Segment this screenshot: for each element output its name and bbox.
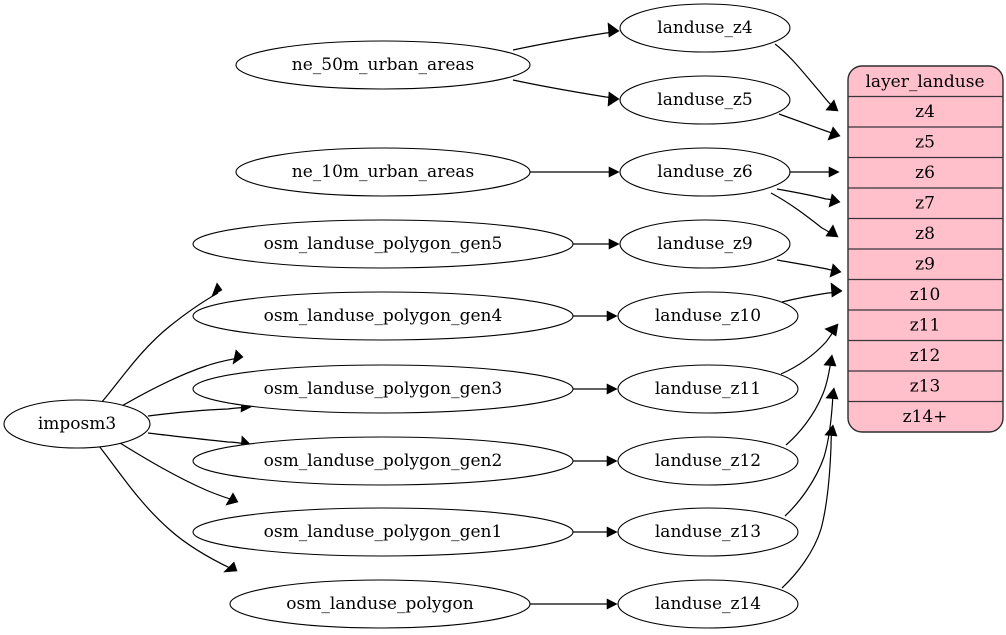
table-row-z8[interactable]: z8: [915, 224, 935, 244]
edge-landuse-z11-to-table-z11: [780, 323, 839, 375]
table-row-z7[interactable]: z7: [915, 194, 935, 214]
node-landuse-z11[interactable]: landuse_z11: [617, 364, 799, 414]
node-label-landuse-z10: landuse_z10: [655, 306, 761, 326]
edge-imposm3-to-osm-landuse-polygon: [98, 445, 238, 573]
table-row-z14plus[interactable]: z14+: [903, 407, 948, 427]
table-row-z5[interactable]: z5: [915, 133, 935, 153]
node-osm-landuse-polygon-gen3[interactable]: osm_landuse_polygon_gen3: [192, 364, 574, 414]
edge-gen5-to-landuse-z9: [573, 238, 620, 250]
node-label-osm-landuse-polygon-gen3: osm_landuse_polygon_gen3: [264, 379, 503, 399]
edge-landuse-z12-to-table-z12: [785, 354, 837, 446]
edge-landuse-z6-to-table-z8: [770, 192, 839, 238]
node-label-osm-landuse-polygon-gen2: osm_landuse_polygon_gen2: [264, 451, 503, 471]
edge-ne50m-to-landuse-z4: [512, 22, 620, 51]
node-label-landuse-z6: landuse_z6: [657, 162, 752, 182]
node-label-landuse-z13: landuse_z13: [655, 522, 761, 542]
table-row-z9[interactable]: z9: [915, 255, 935, 275]
edge-imposm3-to-gen5: [100, 282, 223, 404]
node-ne-50m-urban-areas[interactable]: ne_50m_urban_areas: [235, 40, 531, 90]
node-osm-landuse-polygon-gen1[interactable]: osm_landuse_polygon_gen1: [192, 507, 574, 557]
table-row-z10[interactable]: z10: [910, 285, 941, 305]
edge-landuse-z14-to-table-z14plus: [781, 424, 838, 589]
edge-landuse-z9-to-table-z9: [776, 259, 842, 278]
node-label-osm-landuse-polygon-gen1: osm_landuse_polygon_gen1: [264, 522, 503, 542]
node-osm-landuse-polygon-gen5[interactable]: osm_landuse_polygon_gen5: [192, 219, 574, 269]
edge-layer: [98, 22, 843, 610]
node-label-osm-landuse-polygon: osm_landuse_polygon: [286, 594, 473, 614]
edge-gen1-to-landuse-z13: [573, 526, 618, 538]
node-ne-10m-urban-areas[interactable]: ne_10m_urban_areas: [235, 147, 531, 197]
edge-ne10m-to-landuse-z6: [530, 166, 620, 178]
edge-landuse-z10-to-table-z10: [781, 282, 843, 303]
edge-osm-landuse-polygon-to-landuse-z14: [530, 598, 618, 610]
node-landuse-z14[interactable]: landuse_z14: [617, 579, 799, 629]
node-imposm3[interactable]: imposm3: [3, 399, 151, 449]
node-label-landuse-z4: landuse_z4: [657, 18, 752, 38]
edge-ne50m-to-landuse-z5: [512, 79, 620, 107]
table-row-z11[interactable]: z11: [910, 316, 941, 336]
node-layer: imposm3 ne_50m_urban_areas ne_10m_urban_…: [3, 3, 799, 629]
edge-gen2-to-landuse-z12: [573, 455, 618, 467]
node-label-ne-50m-urban-areas: ne_50m_urban_areas: [292, 55, 474, 75]
edge-landuse-z6-to-table-z7: [776, 188, 841, 208]
layer-landuse-table[interactable]: layer_landuse z4 z5 z6 z7 z8 z9 z10 z11 …: [847, 65, 1004, 433]
edge-imposm3-to-gen1: [119, 442, 239, 506]
node-landuse-z9[interactable]: landuse_z9: [619, 219, 791, 269]
node-label-landuse-z9: landuse_z9: [657, 234, 752, 254]
edge-landuse-z5-to-table-z5: [778, 113, 841, 141]
node-landuse-z4[interactable]: landuse_z4: [619, 3, 791, 53]
node-landuse-z6[interactable]: landuse_z6: [619, 147, 791, 197]
node-landuse-z5[interactable]: landuse_z5: [619, 75, 791, 125]
node-osm-landuse-polygon-gen2[interactable]: osm_landuse_polygon_gen2: [192, 436, 574, 486]
node-label-ne-10m-urban-areas: ne_10m_urban_areas: [292, 162, 474, 182]
node-label-landuse-z5: landuse_z5: [657, 90, 752, 110]
edge-landuse-z6-to-table-z6: [790, 166, 840, 178]
node-label-landuse-z11: landuse_z11: [655, 379, 761, 399]
table-row-z12[interactable]: z12: [910, 346, 941, 366]
node-label-imposm3: imposm3: [38, 414, 116, 434]
node-label-osm-landuse-polygon-gen4: osm_landuse_polygon_gen4: [264, 306, 503, 326]
node-label-landuse-z12: landuse_z12: [655, 451, 761, 471]
node-osm-landuse-polygon-gen4[interactable]: osm_landuse_polygon_gen4: [192, 291, 574, 341]
node-label-landuse-z14: landuse_z14: [655, 594, 761, 614]
node-landuse-z13[interactable]: landuse_z13: [617, 507, 799, 557]
edge-landuse-z13-to-table-z13: [784, 387, 839, 517]
edge-landuse-z4-to-table-z4: [774, 43, 839, 112]
table-row-z13[interactable]: z13: [910, 377, 941, 397]
node-label-osm-landuse-polygon-gen5: osm_landuse_polygon_gen5: [264, 234, 503, 254]
node-landuse-z10[interactable]: landuse_z10: [617, 291, 799, 341]
edge-imposm3-to-gen4: [119, 349, 244, 408]
table-header-layer-landuse: layer_landuse: [866, 72, 985, 92]
node-osm-landuse-polygon[interactable]: osm_landuse_polygon: [229, 579, 531, 629]
node-landuse-z12[interactable]: landuse_z12: [617, 436, 799, 486]
edge-gen3-to-landuse-z11: [573, 383, 618, 395]
edge-gen4-to-landuse-z10: [573, 310, 618, 322]
table-row-z4[interactable]: z4: [915, 102, 935, 122]
table-row-z6[interactable]: z6: [915, 163, 935, 183]
